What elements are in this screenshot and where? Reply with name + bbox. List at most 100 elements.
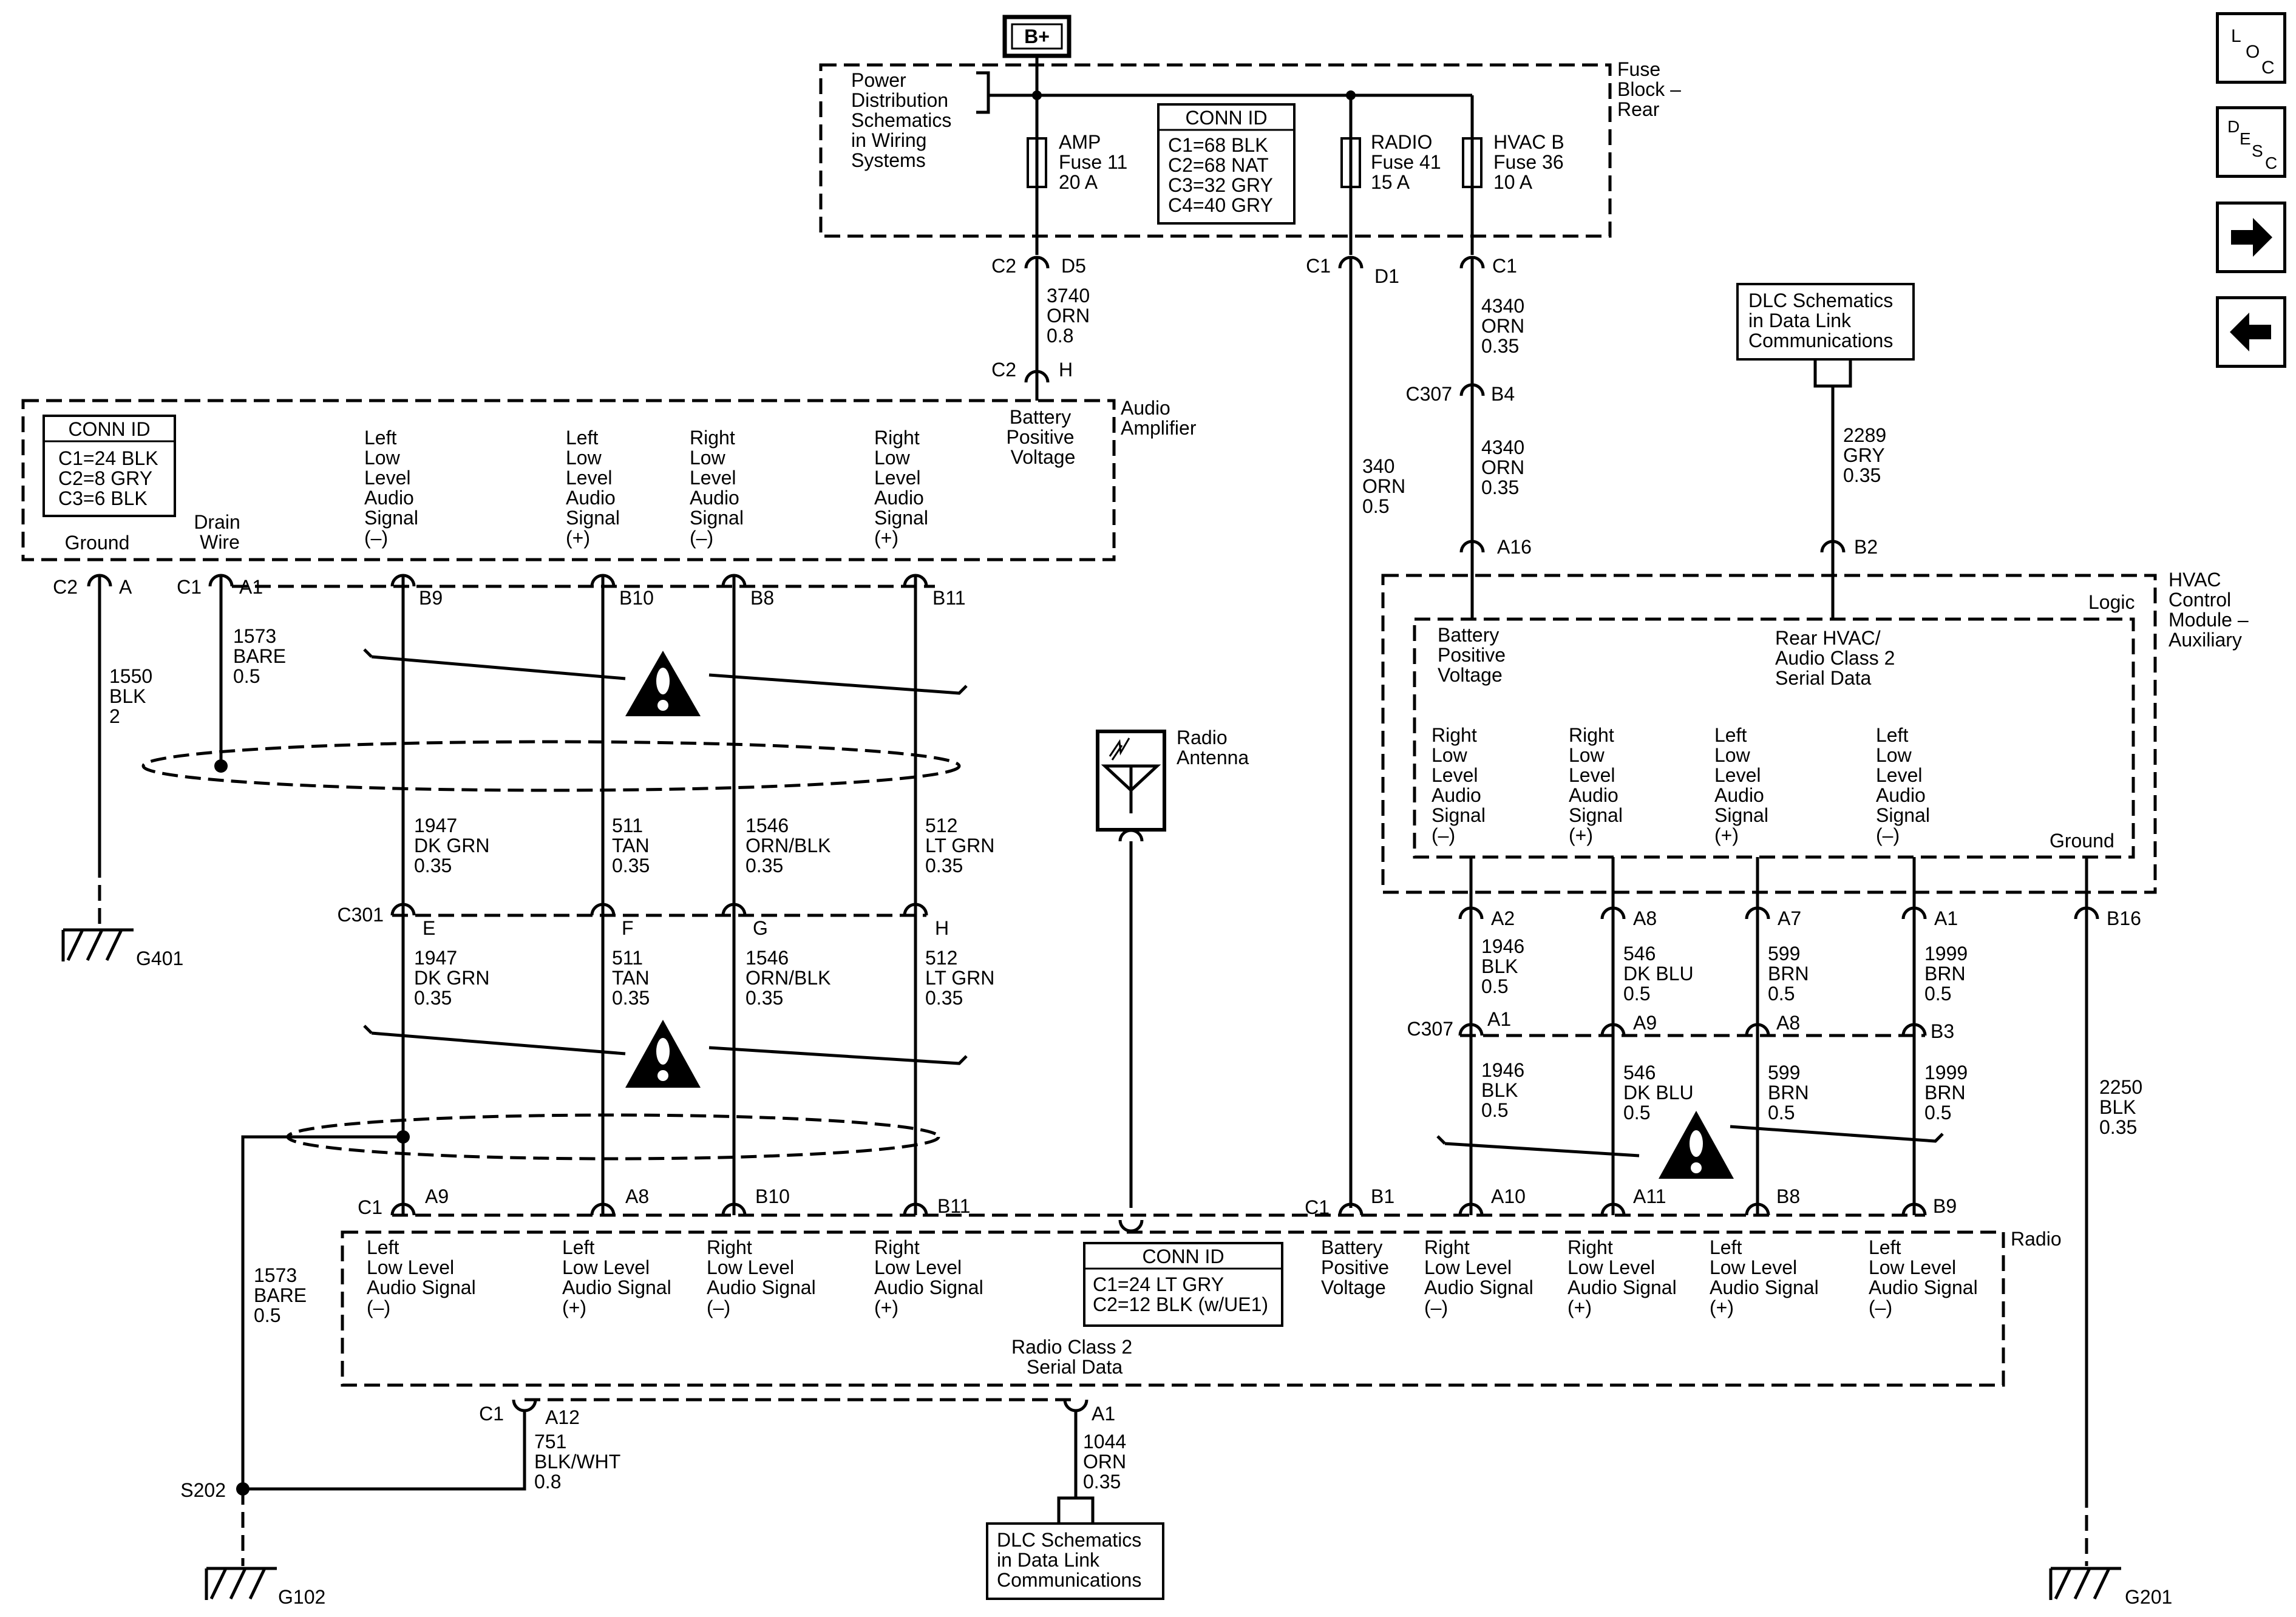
svg-text:B1: B1 xyxy=(1371,1185,1394,1207)
amp-signal-label-2: Left Low Level Audio Signal (+) xyxy=(566,427,625,549)
svg-text:B8: B8 xyxy=(1776,1185,1800,1207)
fuse-radio: RADIO Fuse 41 15 A xyxy=(1340,95,1441,255)
fuse-amp: AMP Fuse 11 20 A xyxy=(1027,95,1133,255)
svg-text:A8: A8 xyxy=(625,1185,649,1207)
ground-symbol-g201 xyxy=(2049,1567,2121,1600)
drain-wire-spec: 1573 BARE 0.5 xyxy=(233,625,291,687)
hvac-wire-spec-upper-2: 546 DK BLU 0.5 xyxy=(1623,943,1699,1005)
hvac-feed-wire-upper: 4340 ORN 0.35 xyxy=(1481,295,1530,357)
amp-feed-pin: D5 xyxy=(1061,255,1086,277)
amp-wire-spec-lower-1: 1947 DK GRN 0.35 xyxy=(414,947,495,1009)
hvac-logic-label: Logic xyxy=(2088,591,2135,613)
loc-button[interactable]: L O C xyxy=(2216,12,2286,84)
hvac-wire-spec-lower-1: 1946 BLK 0.5 xyxy=(1481,1059,1530,1121)
radio-battery-label: Battery Positive Voltage xyxy=(1321,1236,1394,1298)
ground-id-g102: G102 xyxy=(278,1586,325,1608)
c301-connectors: E F G H xyxy=(390,903,949,939)
hvac-signal-label-2: Right Low Level Audio Signal (+) xyxy=(1569,724,1628,846)
amp-ground-connector: C2 xyxy=(53,576,78,598)
amplifier-battery-label: Battery Positive Voltage xyxy=(1007,406,1080,468)
ground-symbol-g401 xyxy=(61,928,134,961)
radio-right-connector: C1 xyxy=(1305,1196,1330,1218)
radio-bottom-wire-a1: 1044 ORN 0.35 xyxy=(1083,1431,1132,1493)
amp-wire-spec-lower-2: 511 TAN 0.35 xyxy=(612,947,655,1009)
radio-outline xyxy=(341,1230,2005,1387)
svg-text:B3: B3 xyxy=(1931,1020,1954,1042)
svg-text:A7: A7 xyxy=(1778,907,1801,929)
amp-signal-label-1: Left Low Level Audio Signal (–) xyxy=(364,427,424,549)
hvac-feed-c307-pin: B4 xyxy=(1491,383,1515,405)
svg-text:B11: B11 xyxy=(937,1195,971,1217)
power-distribution-reference: Power Distribution Schematics in Wiring … xyxy=(851,69,957,171)
svg-text:F: F xyxy=(622,917,634,939)
fuse-block-conn-id: CONN ID C1=68 BLK C2=68 NAT C3=32 GRY C4… xyxy=(1157,103,1296,225)
loc-letter-2: O xyxy=(2246,42,2260,62)
amp-feed-bottom-pin: H xyxy=(1059,359,1073,381)
radio-bottom-pin-a1: A1 xyxy=(1092,1403,1115,1425)
desc-button[interactable]: D E S C xyxy=(2216,106,2286,178)
radio-right-pins: B1 A10 A11 B8 B9 xyxy=(1338,1185,1957,1217)
splice-s202-label: S202 xyxy=(180,1479,226,1501)
fuse-block-name: Fuse Block – Rear xyxy=(1617,58,1686,120)
hvac-ground-wire: 2250 BLK 0.35 xyxy=(2099,1076,2148,1138)
amp-wire-spec-upper-2: 511 TAN 0.35 xyxy=(612,815,655,876)
hvac-wire-spec-lower-2: 546 DK BLU 0.5 xyxy=(1623,1062,1699,1124)
radio-drain-wire-spec: 1573 BARE 0.5 xyxy=(254,1264,312,1326)
svg-text:C1=68 BLK C2=68 NAT: C1=68 BLK C2=68 NAT C3=32 GRY C4=40 GRY xyxy=(1168,134,1278,216)
amp-ground-label: Ground xyxy=(65,532,130,554)
svg-text:B9: B9 xyxy=(1933,1195,1957,1217)
radio-feed-connector: C1 xyxy=(1306,255,1331,277)
svg-text:DLC Schematics in Data L: DLC Schematics in Data Link Communicatio… xyxy=(1748,290,1898,351)
radio-antenna-label: Radio Antenna xyxy=(1177,727,1249,768)
svg-text:G: G xyxy=(753,917,768,939)
warning-icon xyxy=(625,1020,701,1088)
desc-letter-4: C xyxy=(2265,154,2277,172)
warning-icon xyxy=(625,651,701,716)
amp-wire-spec-upper-3: 1546 ORN/BLK 0.35 xyxy=(746,815,836,876)
radio-left-connector: C1 xyxy=(358,1196,382,1218)
radio-left-pins: A9 A8 B10 B11 xyxy=(390,1185,971,1217)
svg-text:B10: B10 xyxy=(755,1185,790,1207)
radio-right-label-3: Left Low Level Audio Signal (+) xyxy=(1710,1236,1824,1318)
hvac-signal-label-1: Right Low Level Audio Signal (–) xyxy=(1432,724,1491,846)
drain-wire-label: Drain Wire xyxy=(194,511,245,553)
amp-signal-label-3: Right Low Level Audio Signal (–) xyxy=(690,427,749,549)
hvac-wire-spec-lower-4: 1999 BRN 0.5 xyxy=(1924,1062,1973,1124)
hvac-serial-label: Rear HVAC/ Audio Class 2 Serial Data xyxy=(1775,627,1900,689)
fuse-hvac: HVAC B Fuse 36 10 A xyxy=(1462,95,1570,255)
hvac-wire-spec-upper-3: 599 BRN 0.5 xyxy=(1768,943,1814,1005)
hvac-module-outline xyxy=(1381,574,2157,894)
fuse-amp-label: AMP Fuse 11 20 A xyxy=(1059,131,1133,193)
ground-id-g201: G201 xyxy=(2125,1586,2172,1608)
radio-feed-pin: D1 xyxy=(1374,265,1399,287)
amp-feed-bottom-connector: C2 xyxy=(991,359,1016,381)
ground-id-g401: G401 xyxy=(136,947,183,969)
dlc-reference-top: DLC Schematics in Data Link Communicatio… xyxy=(1736,283,1915,361)
svg-text:A2: A2 xyxy=(1491,907,1515,929)
dlc-top-pin: B2 xyxy=(1854,536,1878,558)
audio-amplifier-name: Audio Amplifier xyxy=(1121,397,1197,439)
loc-letter-3: C xyxy=(2261,58,2275,78)
fuse-hvac-label: HVAC B Fuse 36 10 A xyxy=(1493,131,1570,193)
forward-button[interactable] xyxy=(2216,202,2286,273)
svg-text:B11: B11 xyxy=(932,587,966,609)
svg-text:A1: A1 xyxy=(1487,1008,1511,1030)
radio-feed-wire: 340 ORN 0.5 xyxy=(1362,455,1411,517)
dlc-reference-bottom: DLC Schematics in Data Link Communicatio… xyxy=(986,1522,1164,1600)
c307-lower-label: C307 xyxy=(1407,1018,1454,1040)
svg-text:B8: B8 xyxy=(750,587,774,609)
back-button[interactable] xyxy=(2216,296,2286,368)
amp-wire-1: B9 xyxy=(390,574,443,1215)
radio-serial-label: Radio Class 2 Serial Data xyxy=(1011,1336,1138,1378)
amp-feed-connector: C2 xyxy=(991,255,1016,277)
amp-signal-label-4: Right Low Level Audio Signal (+) xyxy=(874,427,934,549)
svg-text:A1: A1 xyxy=(1934,907,1958,929)
hvac-feed-wire-lower: 4340 ORN 0.35 xyxy=(1481,436,1530,498)
radio-left-label-3: Right Low Level Audio Signal (–) xyxy=(707,1236,821,1318)
radio-right-label-1: Right Low Level Audio Signal (–) xyxy=(1424,1236,1539,1318)
amp-wire-spec-upper-1: 1947 DK GRN 0.35 xyxy=(414,815,495,876)
c301-label: C301 xyxy=(338,904,384,926)
amp-ground-wire: 1550 BLK 2 xyxy=(109,665,158,727)
svg-text:C1=24 LT GRY C2=12 BLK (: C1=24 LT GRY C2=12 BLK (w/UE1) xyxy=(1093,1273,1268,1315)
